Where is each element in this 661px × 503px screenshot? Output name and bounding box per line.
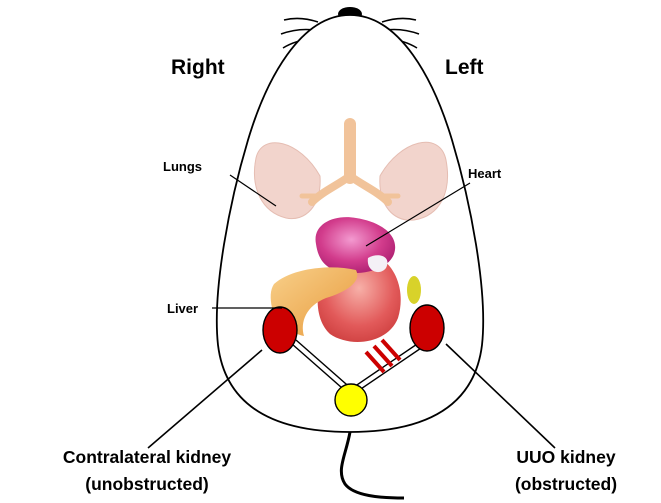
left-label: Left bbox=[445, 56, 484, 79]
lungs-label: Lungs bbox=[163, 159, 202, 174]
whisker-right-1 bbox=[382, 18, 416, 22]
uuo-kidney bbox=[410, 305, 444, 351]
right-label: Right bbox=[171, 56, 225, 79]
uuo-leader bbox=[446, 344, 555, 448]
heart-label: Heart bbox=[468, 166, 502, 181]
contralateral-kidney bbox=[263, 307, 297, 353]
tail bbox=[341, 432, 404, 498]
spleen bbox=[407, 276, 421, 304]
whisker-left-1 bbox=[284, 18, 318, 22]
liver-label: Liver bbox=[167, 301, 198, 316]
contralateral-kidney-label-line2: (unobstructed) bbox=[85, 474, 208, 494]
bladder bbox=[335, 384, 367, 416]
uuo-kidney-label-line1: UUO kidney bbox=[516, 447, 615, 467]
uuo-kidney-label-line2: (obstructed) bbox=[515, 474, 617, 494]
contralateral-kidney-label-line1: Contralateral kidney bbox=[63, 447, 232, 467]
